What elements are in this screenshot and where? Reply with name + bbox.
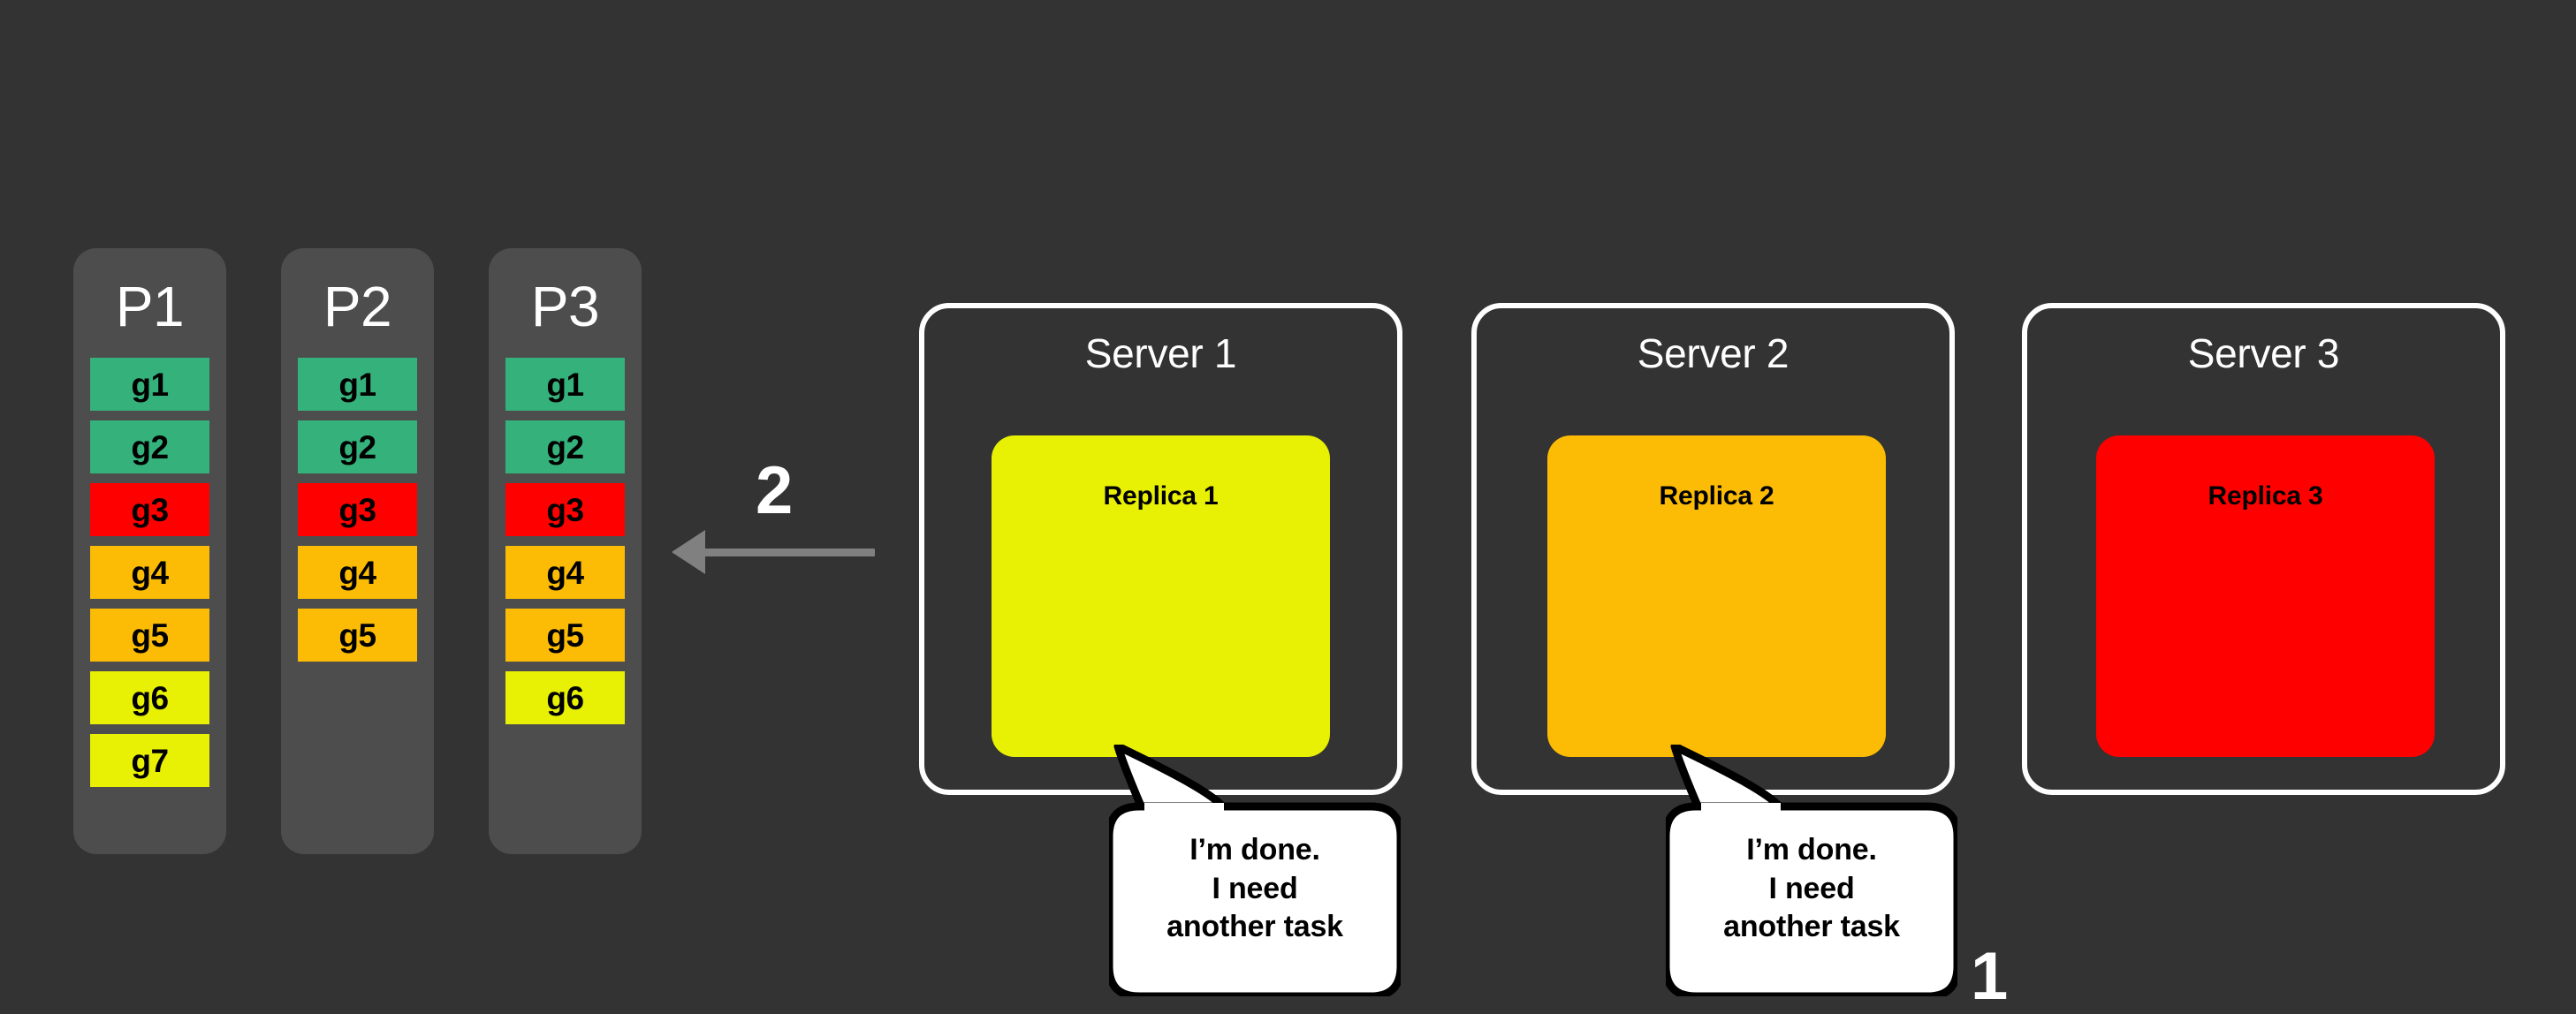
speech-bubble-line: I need [1768, 871, 1855, 905]
task-list: g1 g2 g3 g4 g5 g6 [489, 358, 642, 724]
step-number-2: 2 [756, 453, 794, 528]
speech-bubble-line: I’m done. [1746, 833, 1877, 866]
replica-label: Replica 3 [2207, 481, 2323, 511]
task-block[interactable]: g4 [298, 546, 417, 599]
partition-title: P3 [530, 275, 600, 338]
task-block[interactable]: g5 [505, 609, 625, 662]
task-block[interactable]: g6 [90, 671, 209, 724]
task-block[interactable]: g1 [90, 358, 209, 411]
task-block[interactable]: g7 [90, 734, 209, 787]
task-block[interactable]: g2 [298, 420, 417, 473]
task-block[interactable]: g4 [505, 546, 625, 599]
server-title: Server 3 [2187, 330, 2340, 376]
speech-bubble-line: I need [1212, 871, 1298, 905]
task-block[interactable]: g4 [90, 546, 209, 599]
replica-box-3[interactable]: Replica 3 [2096, 435, 2435, 757]
speech-bubble-server-1: I’m done. I need another task [1109, 745, 1401, 996]
task-block[interactable]: g5 [298, 609, 417, 662]
replica-label: Replica 2 [1659, 481, 1774, 511]
speech-bubble-server-2: I’m done. I need another task [1666, 745, 1957, 996]
rebalance-arrow [672, 530, 875, 574]
speech-bubble-line: another task [1723, 910, 1900, 944]
partition-column-p1: P1 g1 g2 g3 g4 g5 g6 g7 [73, 248, 226, 854]
speech-bubble-line: another task [1166, 910, 1343, 944]
partition-title: P1 [115, 275, 185, 338]
task-block[interactable]: g2 [90, 420, 209, 473]
task-block[interactable]: g1 [298, 358, 417, 411]
task-block[interactable]: g2 [505, 420, 625, 473]
speech-bubble-line: I’m done. [1189, 833, 1320, 866]
arrow-head-icon [672, 530, 705, 574]
server-title: Server 1 [1084, 330, 1237, 376]
task-block[interactable]: g3 [298, 483, 417, 536]
speech-bubble-shape [1109, 745, 1401, 996]
task-list: g1 g2 g3 g4 g5 [281, 358, 434, 662]
task-block[interactable]: g1 [505, 358, 625, 411]
arrow-line [703, 549, 875, 556]
replica-box-1[interactable]: Replica 1 [992, 435, 1330, 757]
task-list: g1 g2 g3 g4 g5 g6 g7 [73, 358, 226, 787]
partition-title: P2 [323, 275, 392, 338]
speech-bubble-shape [1666, 745, 1957, 996]
partition-column-p3: P3 g1 g2 g3 g4 g5 g6 [489, 248, 642, 854]
server-title: Server 2 [1637, 330, 1790, 376]
speech-bubble-text: I’m done. I need another task [1666, 831, 1957, 947]
task-block[interactable]: g6 [505, 671, 625, 724]
partition-column-p2: P2 g1 g2 g3 g4 g5 [281, 248, 434, 854]
step-number-1: 1 [1971, 939, 2009, 1014]
replica-box-2[interactable]: Replica 2 [1547, 435, 1886, 757]
task-block[interactable]: g3 [90, 483, 209, 536]
replica-label: Replica 1 [1103, 481, 1219, 511]
task-block[interactable]: g3 [505, 483, 625, 536]
task-block[interactable]: g5 [90, 609, 209, 662]
speech-bubble-text: I’m done. I need another task [1109, 831, 1401, 947]
